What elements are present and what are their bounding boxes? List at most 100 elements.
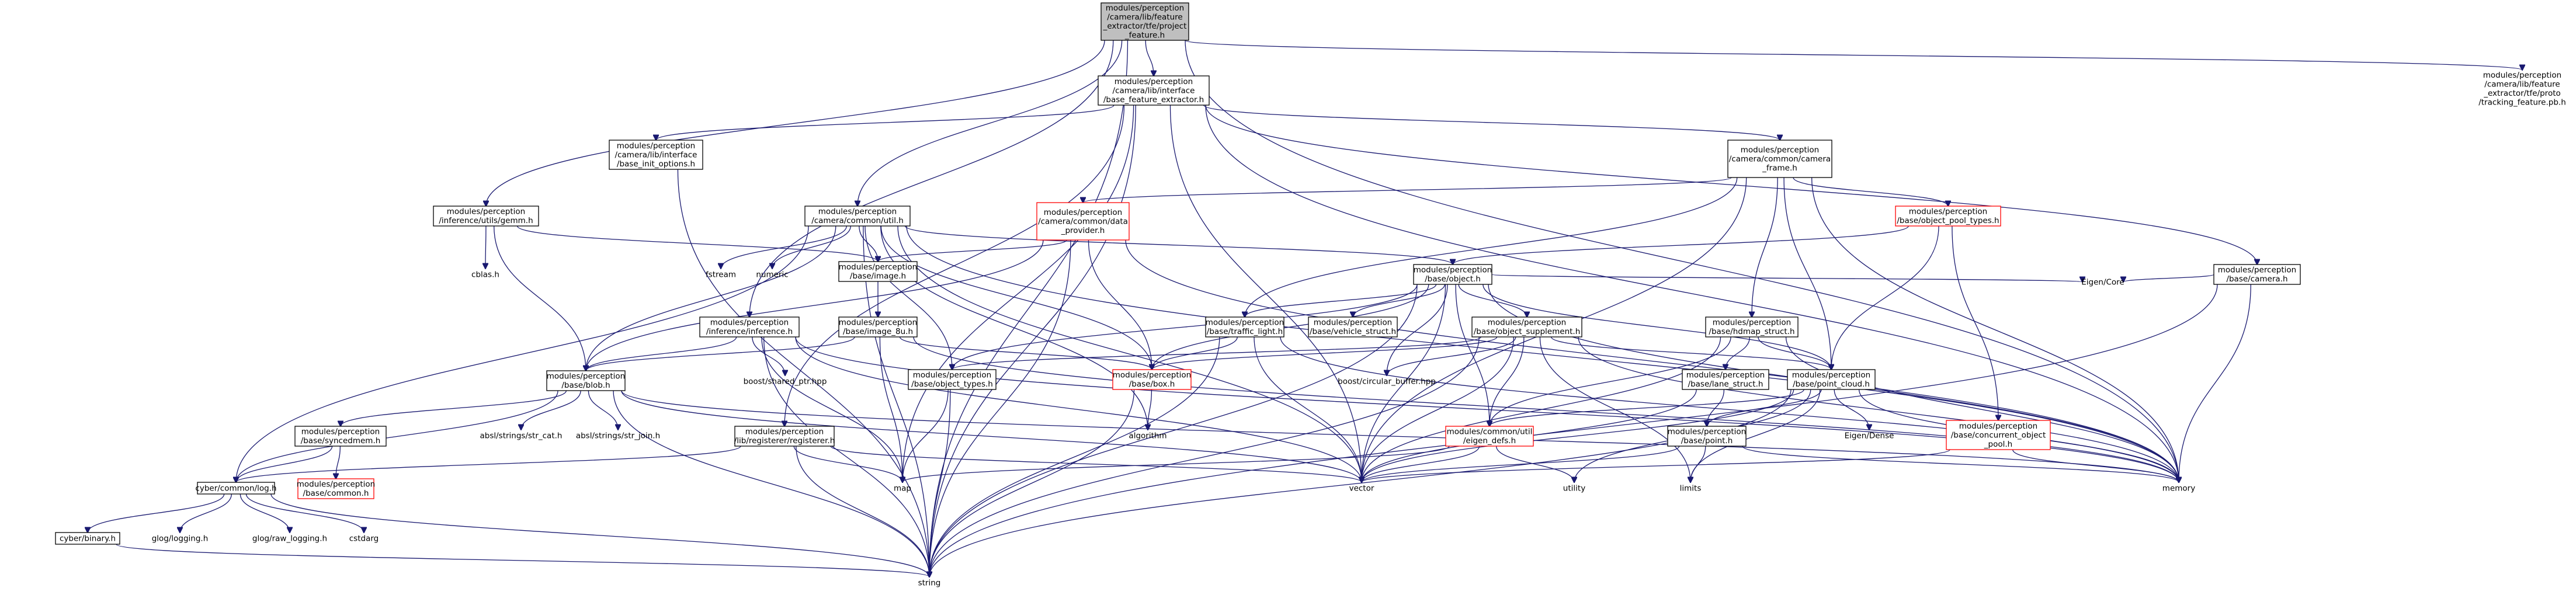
dependency-edge	[1952, 225, 1998, 420]
file-node-label: /camera/common/util.h	[811, 216, 904, 225]
file-node-label: /base_feature_extractor.h	[1103, 95, 1204, 105]
dependency-edge	[857, 40, 1123, 206]
dependency-edge	[586, 336, 855, 371]
dependency-edge	[1205, 105, 2179, 482]
file-node-box	[908, 369, 997, 390]
dependency-edge	[656, 105, 1115, 140]
dependency-edge	[236, 446, 333, 482]
file-node-blob[interactable]: modules/perception/base/blob.h	[546, 370, 626, 391]
file-node-label: /base/hdmap_struct.h	[1709, 327, 1794, 336]
dependency-edge	[613, 390, 929, 577]
file-node-box	[433, 206, 539, 227]
dependency-edge	[586, 225, 836, 371]
file-node-eigen-defs[interactable]: modules/common/util/eigen_defs.h	[1445, 426, 1534, 447]
file-node-label: /lib/registerer/registerer.h	[734, 436, 835, 446]
file-node-base-camera[interactable]: modules/perception/base/camera.h	[2213, 264, 2301, 285]
file-node-label: cstdarg	[349, 534, 379, 543]
file-node-obj-supplement[interactable]: modules/perception/base/object_supplemen…	[1471, 316, 1582, 337]
file-node-glog: glog/logging.h	[152, 534, 209, 543]
file-node-binary-h[interactable]: cyber/binary.h	[55, 532, 120, 545]
file-node-label: modules/perception	[1206, 318, 1284, 328]
dependency-edge	[1083, 177, 1732, 203]
dependency-edge	[880, 225, 1152, 370]
file-node-memory: memory	[2162, 483, 2195, 493]
file-node-registerer[interactable]: modules/perception/lib/registerer/regist…	[734, 426, 835, 447]
dependency-edge	[904, 225, 1453, 265]
file-node-common-h[interactable]: modules/perception/base/common.h	[297, 478, 375, 499]
file-node-camera-frame[interactable]: modules/perception/camera/common/camera_…	[1727, 140, 1832, 178]
file-node-label: absl/strings/str_join.h	[576, 431, 660, 440]
file-node-label: _extractor/tfe/project	[1103, 22, 1187, 31]
file-node-object-types[interactable]: modules/perception/base/object_types.h	[908, 369, 997, 390]
dependency-edge	[1726, 336, 1751, 370]
file-node-box	[1413, 264, 1492, 285]
file-node-image-8u[interactable]: modules/perception/base/image_8u.h	[838, 316, 918, 337]
file-node-label: modules/perception	[839, 263, 917, 272]
file-node-label: cyber/binary.h	[60, 534, 116, 543]
file-node-label: modules/perception	[2218, 266, 2296, 275]
dependency-edge	[1834, 389, 1869, 430]
dependency-edge	[879, 336, 902, 482]
dependency-edge	[341, 390, 567, 426]
file-node-label: modules/perception	[297, 480, 375, 489]
file-node-data-provider[interactable]: modules/perception/camera/common/data_pr…	[1036, 202, 1130, 241]
file-node-box	[294, 426, 387, 447]
dependency-edge	[1205, 105, 2257, 265]
file-node-concurrent-pool[interactable]: modules/perception/base/concurrent_objec…	[1946, 420, 2051, 450]
file-node-hdmap-struct[interactable]: modules/perception/base/hdmap_struct.h	[1705, 316, 1799, 337]
dependency-edge	[929, 284, 1418, 577]
dependency-edge	[795, 336, 2179, 482]
file-node-cstdarg: cstdarg	[349, 534, 379, 543]
dependency-edge	[1690, 446, 1706, 482]
dependency-edge	[772, 225, 851, 269]
dependency-edge	[1742, 446, 2179, 482]
file-node-label: /base/vehicle_struct.h	[1310, 327, 1396, 336]
file-node-string: string	[918, 578, 941, 587]
dependency-edge	[1185, 40, 2179, 482]
file-node-vector: vector	[1349, 483, 1374, 493]
dependency-edge	[239, 493, 290, 533]
file-node-label: /camera/lib/interface	[615, 150, 697, 159]
file-node-box	[1445, 426, 1534, 447]
file-node-inference[interactable]: modules/perception/inference/inference.h	[699, 316, 800, 337]
dependency-edge	[236, 225, 809, 482]
file-node-lane-struct[interactable]: modules/perception/base/lane_struct.h	[1682, 369, 1769, 390]
file-node-point-cloud[interactable]: modules/perception/base/point_cloud.h	[1787, 369, 1876, 390]
file-node-bfe[interactable]: modules/perception/camera/lib/interface/…	[1098, 75, 1210, 106]
dependency-edge	[1483, 284, 1831, 370]
file-node-obj-pool-types[interactable]: modules/perception/base/object_pool_type…	[1895, 206, 2001, 227]
file-node-object-h[interactable]: modules/perception/base/object.h	[1413, 264, 1492, 285]
file-node-label: modules/perception	[547, 372, 625, 381]
file-node-traffic-light[interactable]: modules/perception/base/traffic_light.h	[1205, 316, 1284, 337]
file-node-box	[699, 316, 800, 337]
dependency-edge	[1490, 389, 1804, 426]
file-node-box	[297, 478, 374, 499]
file-node-gemm[interactable]: modules/perception/inference/utils/gemm.…	[433, 206, 539, 227]
file-node-utility: utility	[1563, 483, 1585, 493]
file-node-cam-util[interactable]: modules/perception/camera/common/util.h	[804, 206, 911, 227]
file-node-image-h[interactable]: modules/perception/base/image.h	[838, 261, 918, 282]
dependency-edge	[1245, 177, 1738, 317]
file-node-root[interactable]: modules/perception/camera/lib/feature_ex…	[1100, 2, 1189, 41]
dependency-edge	[521, 390, 581, 430]
file-node-label: _extractor/tfe/proto	[2483, 89, 2561, 98]
file-node-point-h[interactable]: modules/perception/base/point.h	[1667, 426, 1747, 447]
dependency-edge	[486, 40, 1105, 206]
file-node-syncedmem[interactable]: modules/perception/base/syncedmem.h	[294, 426, 387, 447]
dependency-edge	[902, 105, 1134, 482]
file-node-init-opts[interactable]: modules/perception/camera/lib/interface/…	[609, 140, 703, 170]
file-node-box	[1787, 369, 1876, 390]
file-node-label: /base/camera.h	[2226, 274, 2287, 284]
dependency-edge	[588, 390, 618, 430]
file-node-log-h[interactable]: cyber/common/log.h	[195, 482, 277, 495]
file-node-label: /base/blob.h	[561, 381, 610, 390]
dependency-edge	[795, 336, 1362, 482]
file-node-label: /inference/inference.h	[706, 327, 793, 336]
file-node-label: /inference/utils/gemm.h	[439, 216, 533, 225]
file-node-vehicle-struct[interactable]: modules/perception/base/vehicle_struct.h	[1308, 316, 1398, 337]
file-node-fstream: fstream	[706, 270, 736, 279]
dependency-edge	[1362, 449, 1950, 482]
dependency-edge	[1793, 177, 1948, 206]
dependency-edge	[1455, 284, 1490, 426]
file-node-box-h[interactable]: modules/perception/base/box.h	[1112, 369, 1192, 390]
